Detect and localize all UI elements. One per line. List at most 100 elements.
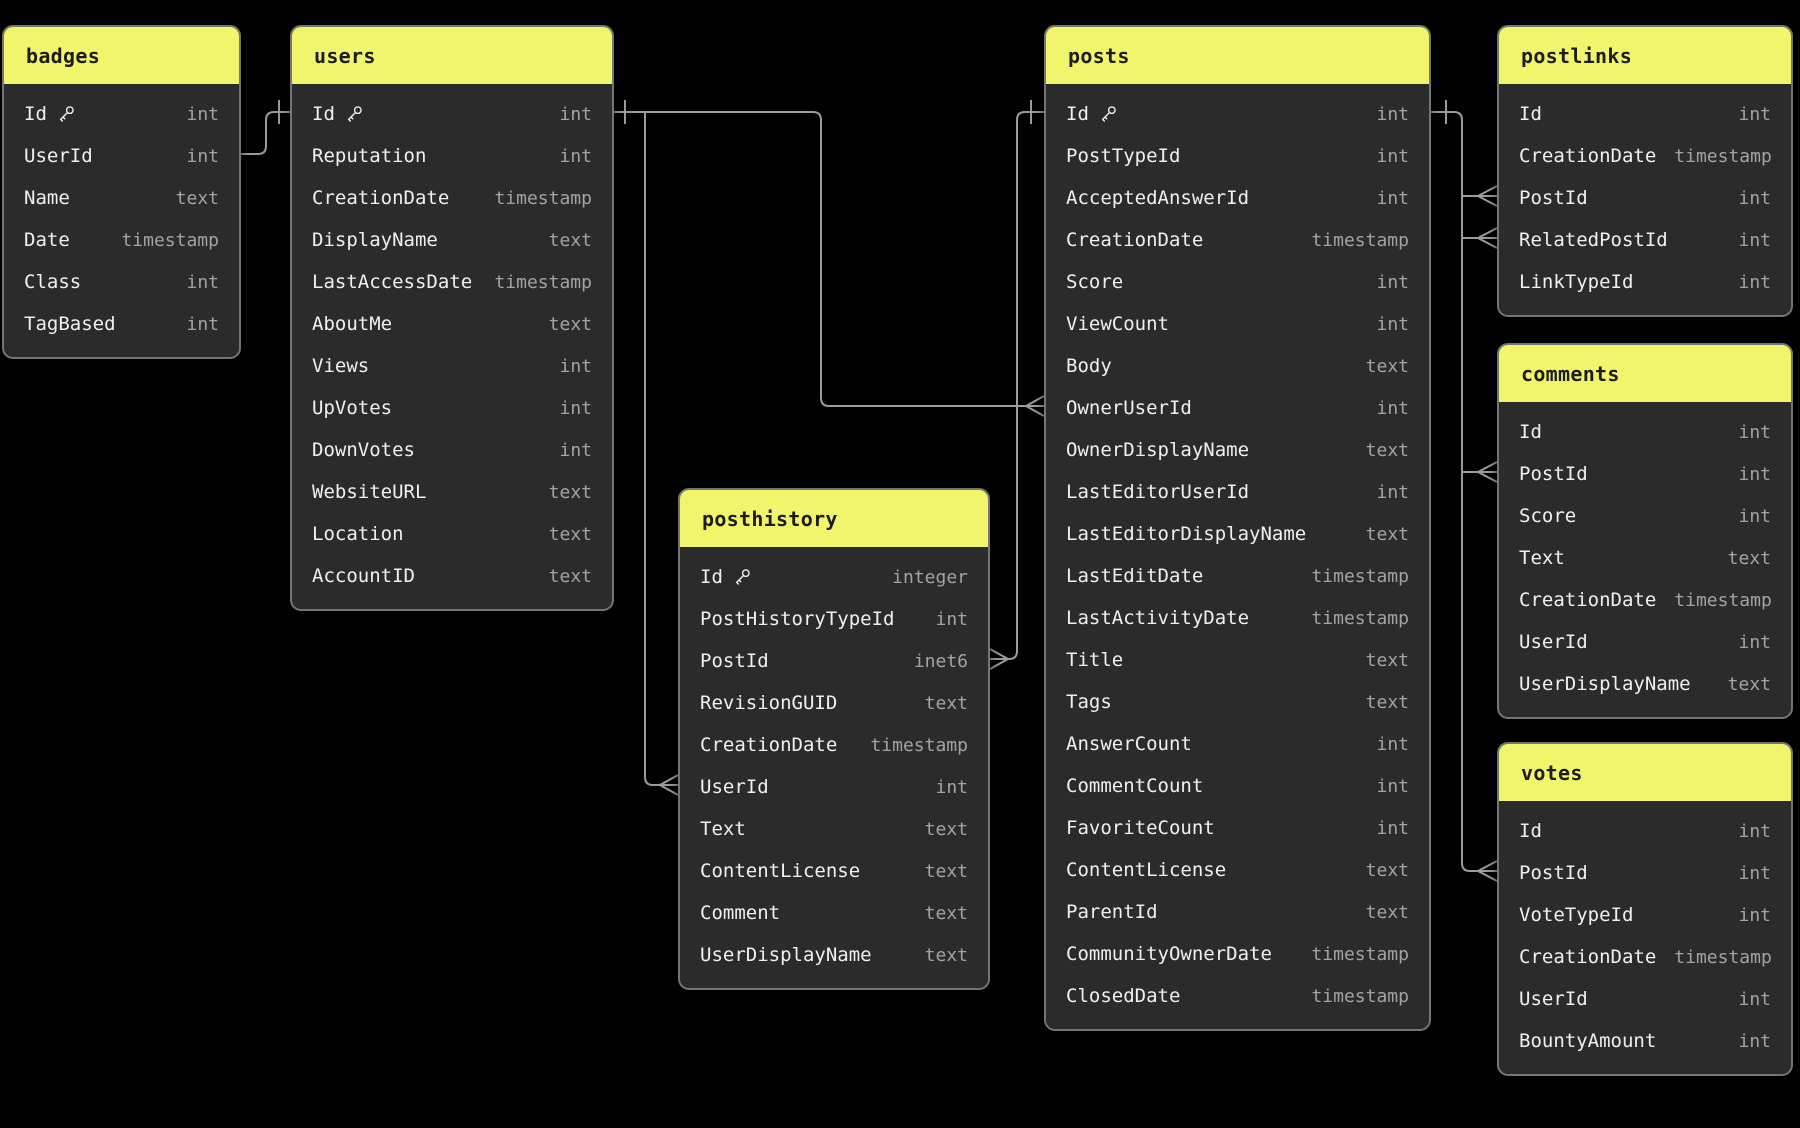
column-type: timestamp (121, 229, 219, 251)
column-name: ParentId (1066, 901, 1158, 923)
relation-badges-users-line[interactable] (241, 100, 290, 155)
column-type: text (1727, 673, 1771, 695)
table-header[interactable]: postlinks (1499, 27, 1791, 84)
relation-users-posthistory-line[interactable] (644, 112, 679, 796)
column-name: Id (24, 103, 76, 125)
column-type: int (559, 355, 592, 377)
table-header[interactable]: votes (1499, 744, 1791, 801)
table-header[interactable]: comments (1499, 345, 1791, 402)
table-header[interactable]: posts (1046, 27, 1429, 84)
column-type: int (1738, 862, 1771, 884)
table-title: users (314, 43, 376, 68)
table-header[interactable]: posthistory (680, 490, 988, 547)
table-header[interactable]: users (292, 27, 612, 84)
column-name: OwnerUserId (1066, 397, 1192, 419)
column-type: int (1738, 271, 1771, 293)
column-name: Comment (700, 902, 781, 924)
column-type: int (1376, 775, 1409, 797)
relation-posts-right-column-line[interactable] (1431, 100, 1498, 882)
relation-posthistory-posts-line[interactable] (989, 100, 1044, 670)
column-name: PostId (1519, 187, 1588, 209)
relation-users-posts-line[interactable] (614, 100, 1045, 417)
table-header[interactable]: badges (4, 27, 239, 84)
